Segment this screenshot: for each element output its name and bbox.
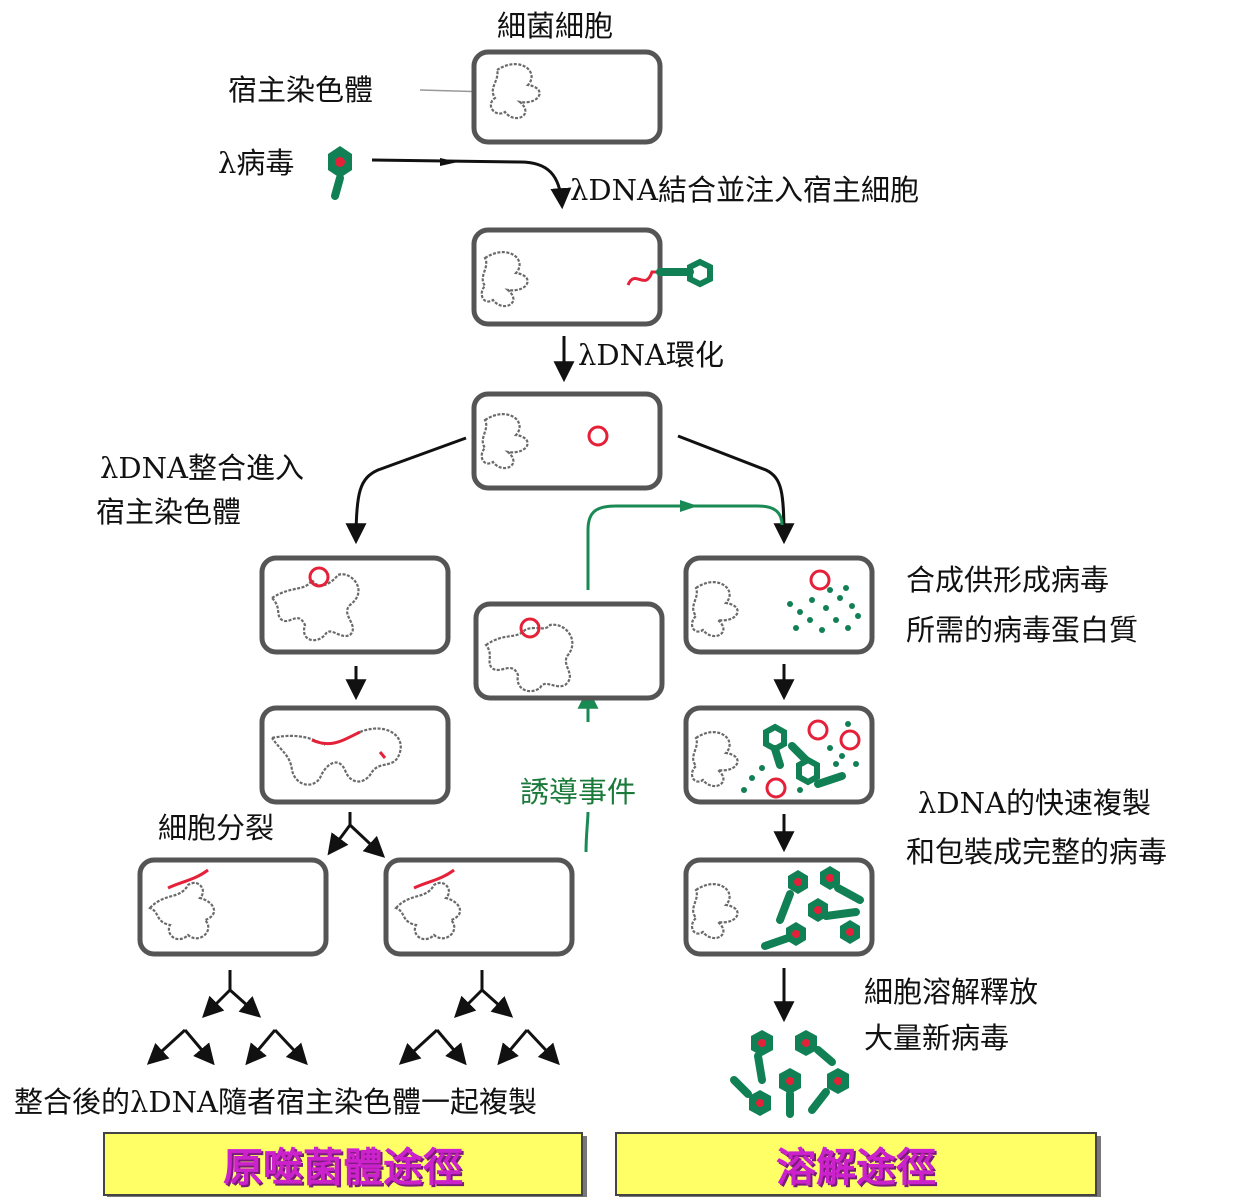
label-replication-line1: λDNA的快速複製 (918, 786, 1151, 820)
phage-head-empty (687, 258, 713, 288)
cell-induced (473, 601, 665, 701)
banner-lytic-pathway: 溶解途徑 (615, 1132, 1097, 1196)
lambda-phage-icon (328, 146, 352, 200)
replication-tree-right (398, 970, 560, 1066)
label-integrate-line2: 宿主染色體 (96, 495, 241, 529)
label-host-chromosome: 宿主染色體 (228, 73, 373, 107)
label-lambda-virus: λ病毒 (218, 146, 294, 180)
cell-daughter-left (137, 857, 329, 957)
label-bottom-caption: 整合後的λDNA隨者宿主染色體一起複製 (14, 1085, 537, 1119)
banner-lysogenic-text: 原噬菌體途徑 (223, 1144, 463, 1191)
arrowhead-induction-mid (680, 500, 698, 512)
arrow-to-lytic (677, 434, 795, 545)
cell-mature-phages (683, 857, 875, 957)
arrow-split-right (348, 823, 386, 858)
arrowhead-infection-mid (440, 158, 458, 166)
label-integrate-line1: λDNA整合進入 (100, 451, 304, 485)
label-induction: 誘導事件 (520, 775, 636, 809)
cell-initial (471, 49, 663, 145)
arrow-split-left (327, 824, 352, 856)
cell-prophage-integrated (259, 555, 451, 655)
arrow-infection (371, 158, 572, 210)
arrow-induction-base (584, 811, 590, 853)
host-chromosome (489, 63, 541, 120)
label-synthesis-line2: 所需的病毒蛋白質 (906, 613, 1138, 647)
cell-protein-synthesis (683, 555, 875, 655)
circular-lambda-dna (587, 425, 609, 447)
label-synthesis-line1: 合成供形成病毒 (906, 563, 1109, 597)
label-bacterial-cell: 細菌細胞 (497, 9, 613, 43)
replication-tree-left (146, 970, 308, 1066)
prophage-loop (308, 566, 330, 588)
arrow-to-lysogenic (345, 436, 467, 545)
cell-daughter-right (383, 857, 575, 957)
label-lysis-line1: 細胞溶解釋放 (864, 975, 1038, 1009)
released-phages (730, 1030, 849, 1118)
mature-phage-group (761, 866, 864, 950)
banner-lysogenic-pathway: 原噬菌體途徑 (103, 1132, 583, 1196)
viral-protein-dots (787, 585, 861, 633)
label-cell-division: 細胞分裂 (158, 811, 274, 845)
label-lysis-line2: 大量新病毒 (864, 1021, 1009, 1055)
cell-assembly (683, 705, 875, 805)
cell-prophage-linear (259, 705, 451, 805)
cell-injection (471, 227, 713, 327)
arrow-induction-to-lytic (586, 504, 784, 590)
cell-circularized (471, 391, 663, 491)
label-inject: λDNA結合並注入宿主細胞 (570, 173, 919, 207)
label-circularize: λDNA環化 (578, 338, 724, 372)
excised-lambda-loop (519, 617, 541, 639)
banner-lytic-text: 溶解途徑 (776, 1144, 936, 1191)
injected-viral-dna (626, 270, 668, 286)
label-replication-line2: 和包裝成完整的病毒 (906, 835, 1167, 869)
